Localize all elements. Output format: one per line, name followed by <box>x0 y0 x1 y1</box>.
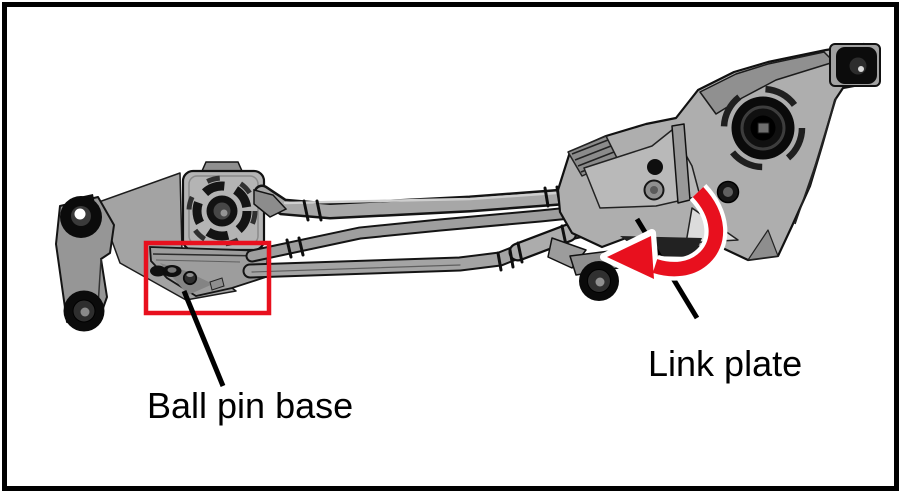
frame-tip <box>747 229 779 261</box>
housing-ridge-2 <box>155 259 241 263</box>
ball-pin-cap <box>186 273 194 277</box>
rubber-bushing-bottom-right <box>579 261 619 301</box>
rubber-bushing-top-right <box>829 43 881 87</box>
ball-pin-base-leader-line <box>181 290 226 387</box>
flange-ribs <box>571 139 618 173</box>
ball-seat-center <box>167 267 177 273</box>
link-plate-face <box>583 129 701 209</box>
rod-ball-joint-left <box>253 189 288 218</box>
left-pivot-assembly <box>181 161 266 252</box>
plate-boss-center <box>650 186 658 194</box>
arrow-head <box>607 236 654 279</box>
ball-pin-base-area <box>149 246 269 297</box>
ball-pin-base-highlight-box <box>143 240 272 316</box>
rubber-bushing-top-left <box>60 196 102 238</box>
housing-step <box>209 277 225 291</box>
motor-boss <box>720 85 806 171</box>
plate-bolt <box>647 159 663 175</box>
label-link-plate: Link plate <box>648 343 802 384</box>
arrow-body <box>652 186 723 277</box>
ball-seat-ring <box>150 265 166 277</box>
pivot-top-tab <box>200 161 244 172</box>
pivot-bearing <box>186 175 258 247</box>
label-ball-pin-base: Ball pin base <box>147 385 353 426</box>
linkage-rod-bottom <box>242 220 600 279</box>
rod-collars <box>285 195 609 259</box>
rod-collars <box>302 185 562 222</box>
rubber-bushing-bottom-left <box>63 290 105 332</box>
crank-pin-bolt-center <box>723 187 733 197</box>
motor-crank-assembly <box>547 42 881 301</box>
rod-collars <box>496 224 568 272</box>
rotation-arrow-icon <box>600 184 728 286</box>
frame-facet-2 <box>794 145 823 225</box>
